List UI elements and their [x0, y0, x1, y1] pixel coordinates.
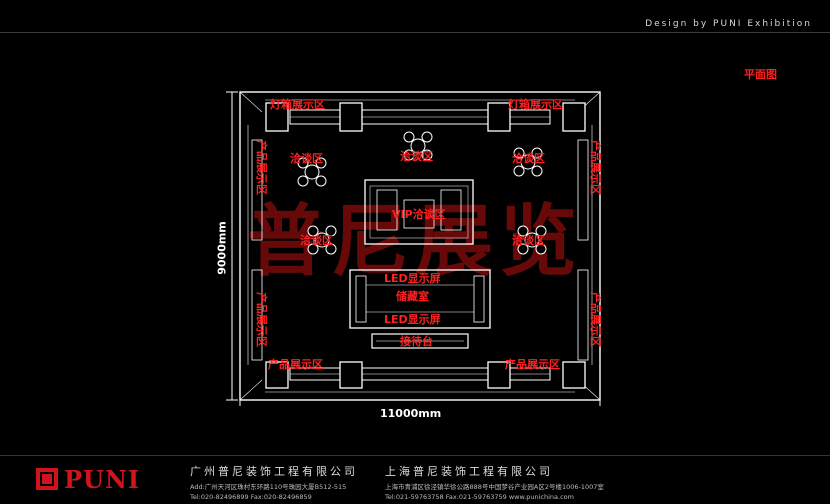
label-vip: VIP洽谈区: [392, 207, 446, 221]
label-reception: 接待台: [400, 334, 433, 348]
label-product-left-top: 产品展示区: [255, 140, 269, 195]
label-product-right-top: 产品展示区: [589, 140, 603, 195]
label-negotiation-1: 洽谈区: [290, 151, 323, 165]
pillar-bottom-right: [487, 361, 511, 389]
logo-text: PUNI: [64, 465, 141, 494]
vip-room: [364, 179, 474, 245]
pillar-bottom-left: [265, 361, 289, 389]
company-shanghai-phone: Tel:021-59763758 Fax:021-59763759 www.pu…: [385, 493, 574, 501]
company-guangzhou: 广州普尼装饰工程有限公司 Add:广州天河区珠村东环路110号珠园大厦B512-…: [190, 463, 358, 501]
table-group-2: [403, 131, 433, 161]
plan-title: 平面图: [744, 68, 777, 81]
company-guangzhou-address: Add:广州天河区珠村东环路110号珠园大厦B512-515: [190, 483, 347, 491]
pillar-bottom-mid-left: [339, 361, 363, 389]
dimension-width: 11000mm: [380, 407, 442, 420]
pillar-top-mid-left: [339, 102, 363, 132]
design-by-text: Design by PUNI Exhibition: [645, 19, 812, 29]
company-guangzhou-phone: Tel:020-82496899 Fax:020-82496859: [190, 493, 312, 501]
zone-labels: 灯箱展示区 灯箱展示区 产品展示区 产品展示区 洽谈区 洽谈区 洽谈区 洽谈区 …: [255, 97, 603, 371]
footer: PUNI 广州普尼装饰工程有限公司 Add:广州天河区珠村东环路110号珠园大厦…: [0, 455, 830, 504]
company-shanghai-name: 上海普尼装饰工程有限公司: [385, 465, 553, 478]
label-storage: 储藏室: [396, 289, 429, 303]
negotiation-tables: [297, 131, 547, 255]
label-product-right-bottom: 产品展示区: [589, 292, 603, 347]
label-display-top-left: 灯箱展示区: [270, 97, 325, 111]
company-shanghai: 上海普尼装饰工程有限公司 上海市青浦区徐泾镇华徐公路888号中国梦谷产业园A区2…: [385, 463, 604, 501]
table-group-1: [297, 157, 327, 187]
pillar-top-mid-right: [562, 102, 586, 132]
label-negotiation-2: 洽谈区: [400, 149, 433, 163]
top-bar: Design by PUNI Exhibition: [0, 18, 830, 33]
label-led-bottom: LED显示屏: [384, 313, 441, 326]
pillar-top-left: [265, 102, 289, 132]
side-walls: [251, 139, 589, 361]
label-led-top: LED显示屏: [384, 272, 441, 285]
label-display-top-right: 灯箱展示区: [508, 97, 563, 111]
table-group-3: [513, 147, 543, 177]
table-group-4: [307, 225, 337, 255]
label-negotiation-5: 洽谈区: [512, 233, 545, 247]
pillar-bottom-mid-right: [562, 361, 586, 389]
label-negotiation-4: 洽谈区: [300, 233, 333, 247]
label-display-bottom-right: 产品展示区: [505, 357, 560, 371]
pillar-top-right: [487, 102, 511, 132]
watermark: 普尼展览: [247, 197, 583, 287]
booth-frame: [239, 91, 601, 401]
label-display-bottom-left: 产品展示区: [268, 357, 323, 371]
puni-logo-icon: [36, 468, 58, 490]
dimension-height: 9000mm: [215, 221, 229, 275]
label-negotiation-3: 洽谈区: [512, 151, 545, 165]
label-product-left-bottom: 产品展示区: [255, 292, 269, 347]
corner-pillars: [265, 102, 586, 389]
company-shanghai-address: 上海市青浦区徐泾镇华徐公路888号中国梦谷产业园A区2号楼1006-1007室: [385, 483, 604, 491]
company-guangzhou-name: 广州普尼装饰工程有限公司: [190, 465, 358, 478]
led-storage-block: [349, 269, 491, 349]
table-group-5: [517, 225, 547, 255]
